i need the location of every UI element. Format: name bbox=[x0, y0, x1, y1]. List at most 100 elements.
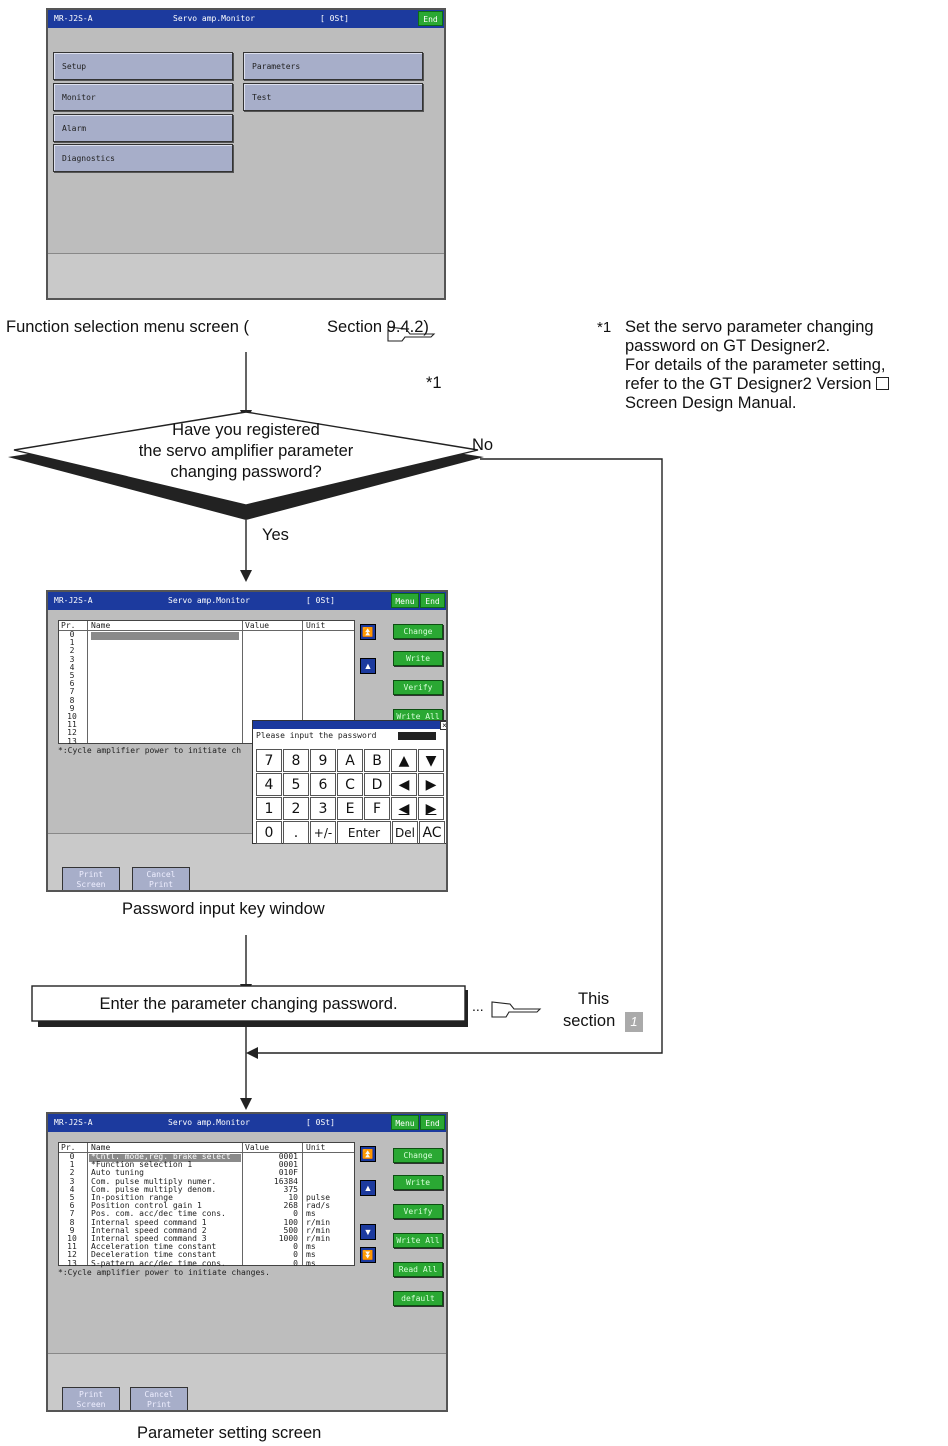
keypad-key[interactable]: A bbox=[337, 749, 363, 772]
password-field[interactable] bbox=[398, 732, 436, 740]
row-value: 1000 bbox=[278, 1234, 298, 1243]
keypad-key[interactable]: F bbox=[364, 797, 390, 820]
col-unit-header: Unit bbox=[306, 621, 326, 630]
row-unit: r/min bbox=[306, 1225, 331, 1235]
keypad-key[interactable]: ▶ bbox=[418, 797, 444, 820]
keypad-key[interactable]: 2 bbox=[283, 797, 309, 820]
row-name: *Function selection 1 bbox=[91, 1160, 193, 1170]
title-bar: MR-J2S-A Servo amp.Monitor [ 0St] Menu E… bbox=[48, 1114, 446, 1132]
row-pr: 6 bbox=[69, 1201, 75, 1211]
row-number: 3 bbox=[69, 654, 75, 664]
page-down-button[interactable]: ⏬ bbox=[360, 1247, 376, 1263]
row-pr: 5 bbox=[69, 1193, 75, 1202]
page-up-button[interactable]: ⏫ bbox=[360, 624, 376, 640]
footnote-line: Screen Design Manual. bbox=[625, 394, 797, 412]
page-up-button[interactable]: ⏫ bbox=[360, 1146, 376, 1162]
read-all-button[interactable]: Read All bbox=[393, 1262, 443, 1277]
write-button[interactable]: Write bbox=[393, 651, 443, 666]
keypad-key[interactable]: 8 bbox=[283, 749, 309, 772]
keypad-key[interactable]: +/- bbox=[310, 821, 336, 844]
keypad-key[interactable]: 7 bbox=[256, 749, 282, 772]
change-button[interactable]: Change bbox=[393, 1148, 443, 1163]
menu-monitor-button[interactable]: Monitor bbox=[53, 83, 233, 111]
station-label: [ 0St] bbox=[320, 14, 349, 23]
row-value: 0 bbox=[293, 1258, 298, 1268]
keypad-key[interactable]: . bbox=[283, 821, 309, 844]
menu-alarm-button[interactable]: Alarm bbox=[53, 114, 233, 142]
model-label: MR-J2S-A bbox=[54, 596, 93, 605]
verify-button[interactable]: Verify bbox=[393, 1204, 443, 1219]
keypad-key[interactable]: AC bbox=[419, 821, 445, 844]
selected-row-highlight bbox=[91, 632, 239, 640]
keypad-key[interactable]: 5 bbox=[283, 773, 309, 796]
menu-parameters-button[interactable]: Parameters bbox=[243, 52, 423, 80]
footnote-line: refer to the GT Designer2 Version bbox=[625, 375, 889, 394]
col-value-header: Value bbox=[245, 621, 270, 630]
close-icon[interactable]: × bbox=[440, 721, 446, 730]
row-number: 0 bbox=[69, 630, 75, 639]
keypad-key[interactable]: 4 bbox=[256, 773, 282, 796]
write-all-button[interactable]: Write All bbox=[393, 1233, 443, 1248]
row-unit: r/min bbox=[306, 1217, 331, 1227]
row-name: Auto tuning bbox=[91, 1168, 144, 1178]
change-button[interactable]: Change bbox=[393, 624, 443, 639]
screen-title: Servo amp.Monitor bbox=[168, 1118, 250, 1127]
default-button[interactable]: default bbox=[393, 1291, 443, 1306]
keypad-key[interactable]: B bbox=[364, 749, 390, 772]
keypad-key[interactable]: ◀ bbox=[391, 773, 417, 796]
row-value: 10 bbox=[288, 1193, 298, 1202]
keypad-key[interactable]: ▼ bbox=[418, 749, 444, 772]
keypad-key[interactable]: D bbox=[364, 773, 390, 796]
row-unit: rad/s bbox=[306, 1201, 331, 1211]
keypad-key[interactable]: Enter bbox=[337, 821, 391, 844]
station-label: [ 0St] bbox=[306, 1118, 335, 1127]
keypad-key[interactable]: ◀ bbox=[391, 797, 417, 820]
keypad-key[interactable]: ▶ bbox=[418, 773, 444, 796]
row-unit: r/min bbox=[306, 1234, 331, 1243]
keypad-key[interactable]: 6 bbox=[310, 773, 336, 796]
decision-marker: *1 bbox=[426, 374, 442, 392]
menu-setup-button[interactable]: Setup bbox=[53, 52, 233, 80]
menu-button[interactable]: Menu bbox=[391, 1115, 419, 1130]
keypad-key[interactable]: 3 bbox=[310, 797, 336, 820]
decision-diamond bbox=[13, 411, 479, 506]
screen-title: Servo amp.Monitor bbox=[173, 14, 255, 23]
scroll-up-button[interactable]: ▲ bbox=[360, 658, 376, 674]
row-number: 5 bbox=[69, 671, 75, 680]
row-value: 010F bbox=[278, 1168, 298, 1178]
row-unit: pulse bbox=[306, 1193, 331, 1202]
end-button[interactable]: End bbox=[420, 1115, 445, 1130]
decision-no-label: No bbox=[472, 436, 494, 454]
menu-test-button[interactable]: Test bbox=[243, 83, 423, 111]
keypad-key[interactable]: ▲ bbox=[391, 749, 417, 772]
keypad-key[interactable]: 1 bbox=[256, 797, 282, 820]
row-name: Internal speed command 3 bbox=[91, 1234, 207, 1243]
col-value-header: Value bbox=[245, 1143, 270, 1152]
end-button[interactable]: End bbox=[420, 593, 445, 608]
row-name: Pos. com. acc/dec time cons. bbox=[91, 1209, 226, 1219]
verify-button[interactable]: Verify bbox=[393, 680, 443, 695]
row-number: 11 bbox=[67, 720, 77, 730]
title-bar: MR-J2S-A Servo amp.Monitor [ 0St] Menu E… bbox=[48, 592, 446, 610]
menu-diagnostics-button[interactable]: Diagnostics bbox=[53, 144, 233, 172]
row-pr: 0 bbox=[69, 1152, 75, 1161]
menu-button[interactable]: Menu bbox=[391, 593, 419, 608]
keypad-key[interactable]: C bbox=[337, 773, 363, 796]
row-name: Position control gain 1 bbox=[91, 1201, 202, 1211]
row-value: 100 bbox=[283, 1217, 298, 1227]
row-pr: 12 bbox=[67, 1250, 77, 1260]
keypad-key[interactable]: Del bbox=[392, 821, 418, 844]
end-button[interactable]: End bbox=[418, 11, 443, 26]
keypad-key[interactable]: 9 bbox=[310, 749, 336, 772]
selected-row-highlight bbox=[89, 1154, 241, 1162]
write-button[interactable]: Write bbox=[393, 1175, 443, 1190]
scroll-up-button[interactable]: ▲ bbox=[360, 1180, 376, 1196]
keypad-key[interactable]: E bbox=[337, 797, 363, 820]
scroll-down-button[interactable]: ▼ bbox=[360, 1224, 376, 1240]
row-unit: ms bbox=[306, 1209, 316, 1219]
keypad-key[interactable]: 0 bbox=[256, 821, 282, 844]
